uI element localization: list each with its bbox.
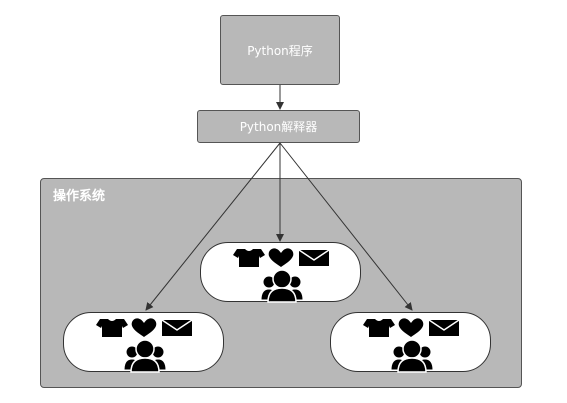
envelope-icon	[428, 319, 460, 336]
process-node	[200, 242, 361, 303]
process-icons	[96, 318, 193, 373]
envelope-icon	[298, 249, 330, 266]
process-icons	[233, 248, 330, 303]
python-program-label: Python程序	[247, 43, 313, 58]
operating-system-label: 操作系统	[53, 189, 106, 204]
user-group-icon	[390, 339, 434, 373]
tshirt-icon	[96, 319, 128, 337]
python-program-box: Python程序	[220, 15, 340, 85]
tshirt-icon	[363, 319, 395, 337]
python-interpreter-label: Python解释器	[239, 120, 318, 134]
heart-icon	[398, 318, 424, 337]
process-node	[330, 312, 491, 373]
python-interpreter-box: Python解释器	[197, 110, 360, 143]
user-group-icon	[123, 339, 167, 373]
heart-icon	[268, 248, 294, 267]
process-node	[63, 312, 224, 373]
user-group-icon	[260, 269, 304, 303]
heart-icon	[131, 318, 157, 337]
process-icons	[363, 318, 460, 373]
tshirt-icon	[233, 249, 265, 267]
envelope-icon	[161, 319, 193, 336]
